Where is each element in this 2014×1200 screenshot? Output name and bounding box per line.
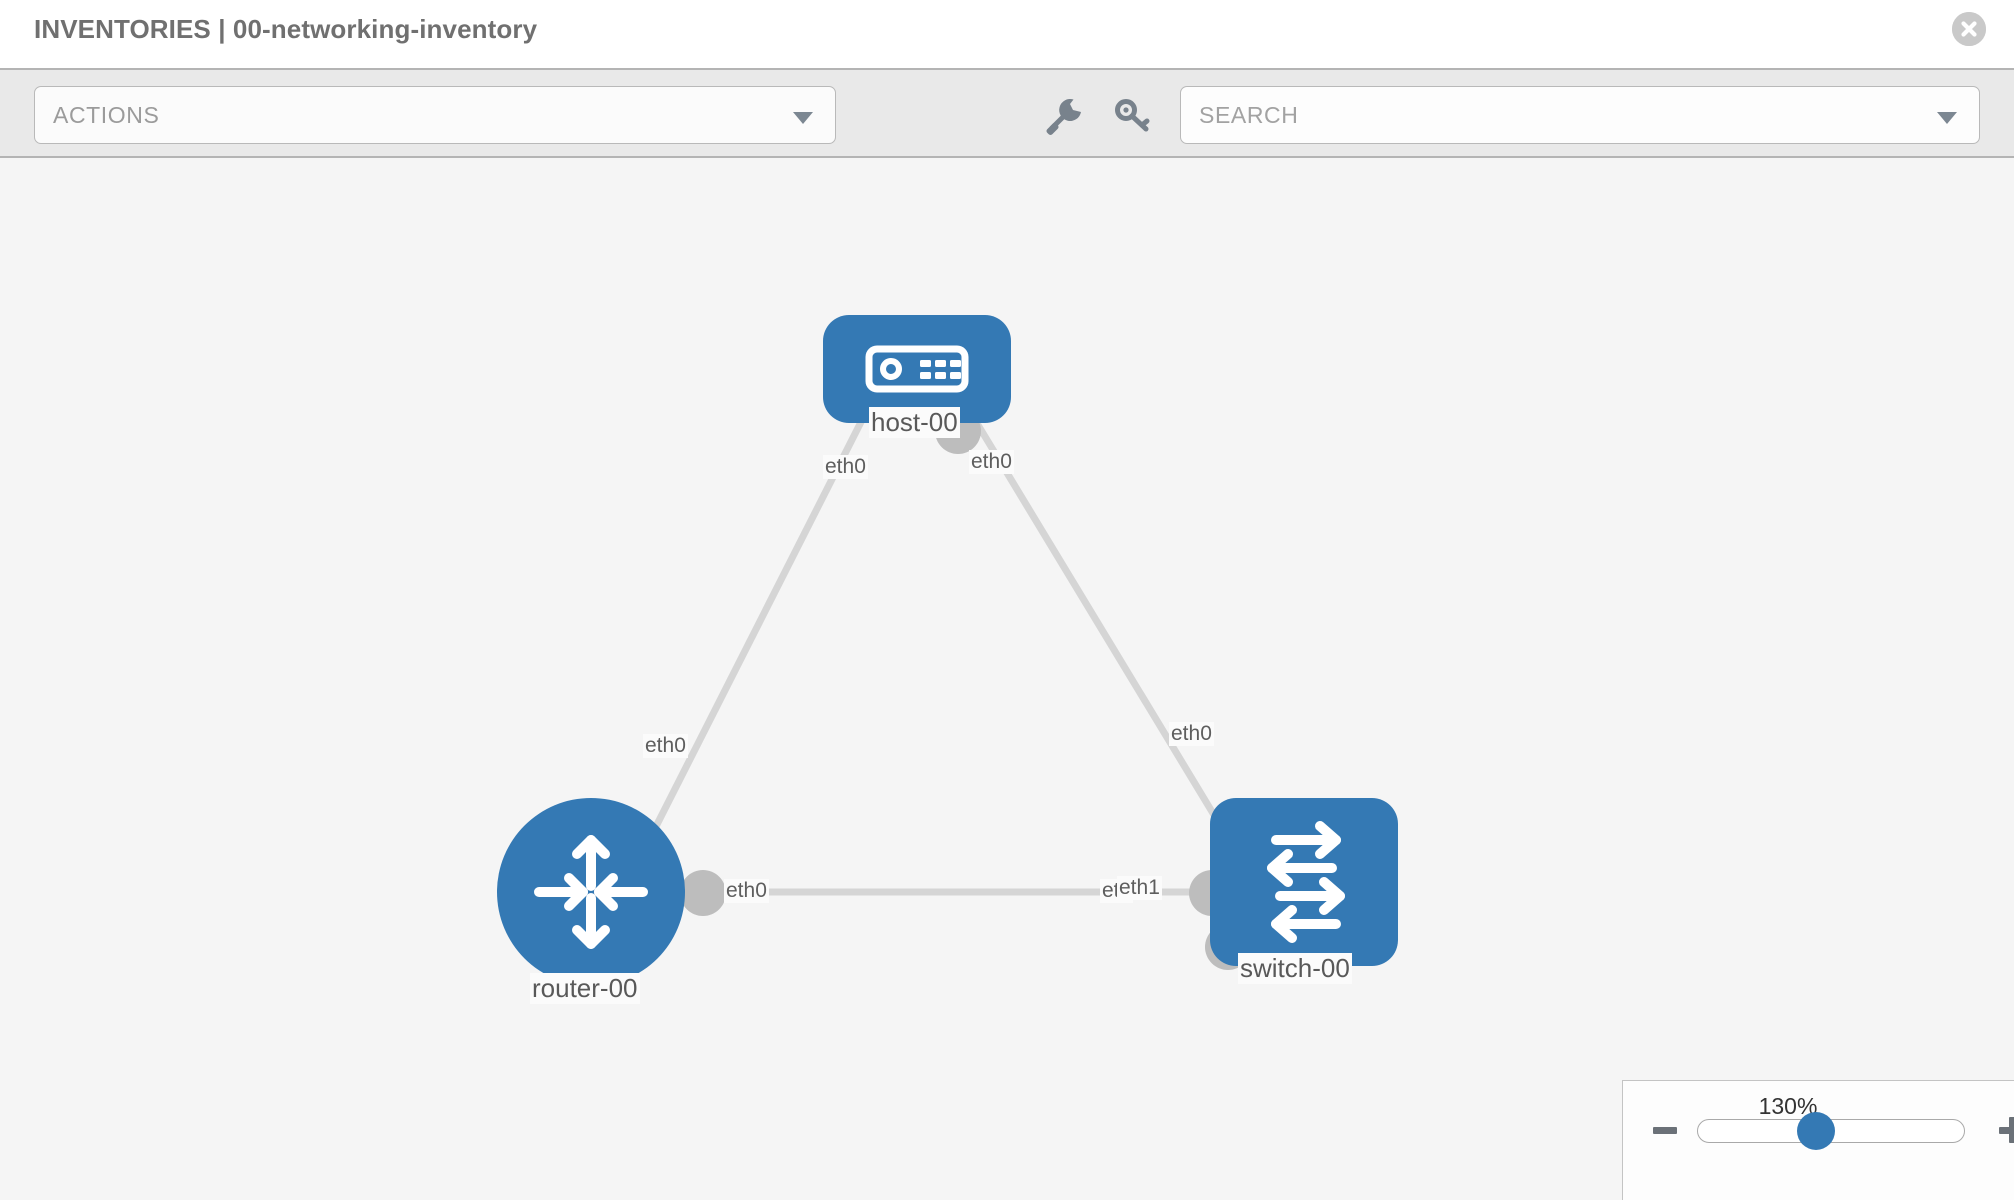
page-header: INVENTORIES | 00-networking-inventory [0, 0, 2014, 68]
toolbar: ACTIONS SEARC [0, 68, 2014, 158]
search-placeholder: SEARCH [1199, 102, 1299, 128]
wrench-icon[interactable] [1040, 90, 1090, 140]
chevron-down-icon [793, 112, 813, 124]
zoom-control-panel: 130% [1622, 1080, 2014, 1200]
node-switch-00-label: switch-00 [1238, 953, 1352, 984]
node-host-00-shape [823, 315, 1011, 423]
port-dot-router-right[interactable] [680, 870, 726, 916]
zoom-in-button[interactable] [1999, 1117, 2014, 1143]
zoom-out-button[interactable] [1653, 1127, 1677, 1134]
search-input[interactable]: SEARCH [1180, 86, 1980, 144]
actions-dropdown[interactable]: ACTIONS [34, 86, 836, 144]
edge-label-host-left: eth0 [823, 455, 868, 479]
node-router-00-shape [497, 798, 685, 986]
switch-icon [1267, 821, 1345, 943]
actions-dropdown-label: ACTIONS [53, 102, 160, 128]
zoom-percent-label: 130% [1758, 1093, 1818, 1119]
key-icon[interactable] [1107, 90, 1157, 140]
router-icon [534, 835, 648, 949]
topology-canvas[interactable]: host-00 [0, 158, 2014, 1200]
server-icon [865, 345, 969, 393]
edge-label-router-up: eth0 [643, 734, 688, 758]
node-host-00-label: host-00 [869, 407, 960, 438]
node-switch-00-shape [1210, 798, 1398, 966]
link-host-switch [972, 418, 1243, 860]
edge-label-host-right: eth0 [969, 450, 1014, 474]
edge-label-switch-left: eth1 [1117, 876, 1162, 900]
edge-label-switch-up: eth0 [1169, 722, 1214, 746]
link-host-router [636, 418, 866, 860]
page-title: INVENTORIES | 00-networking-inventory [34, 14, 538, 44]
topology-links [636, 418, 1243, 896]
zoom-slider-thumb[interactable] [1797, 1112, 1835, 1150]
chevron-down-icon[interactable] [1937, 112, 1957, 124]
close-icon[interactable] [1952, 12, 1986, 46]
node-router-00-label: router-00 [530, 973, 640, 1004]
edge-label-router-right: eth0 [724, 879, 769, 903]
